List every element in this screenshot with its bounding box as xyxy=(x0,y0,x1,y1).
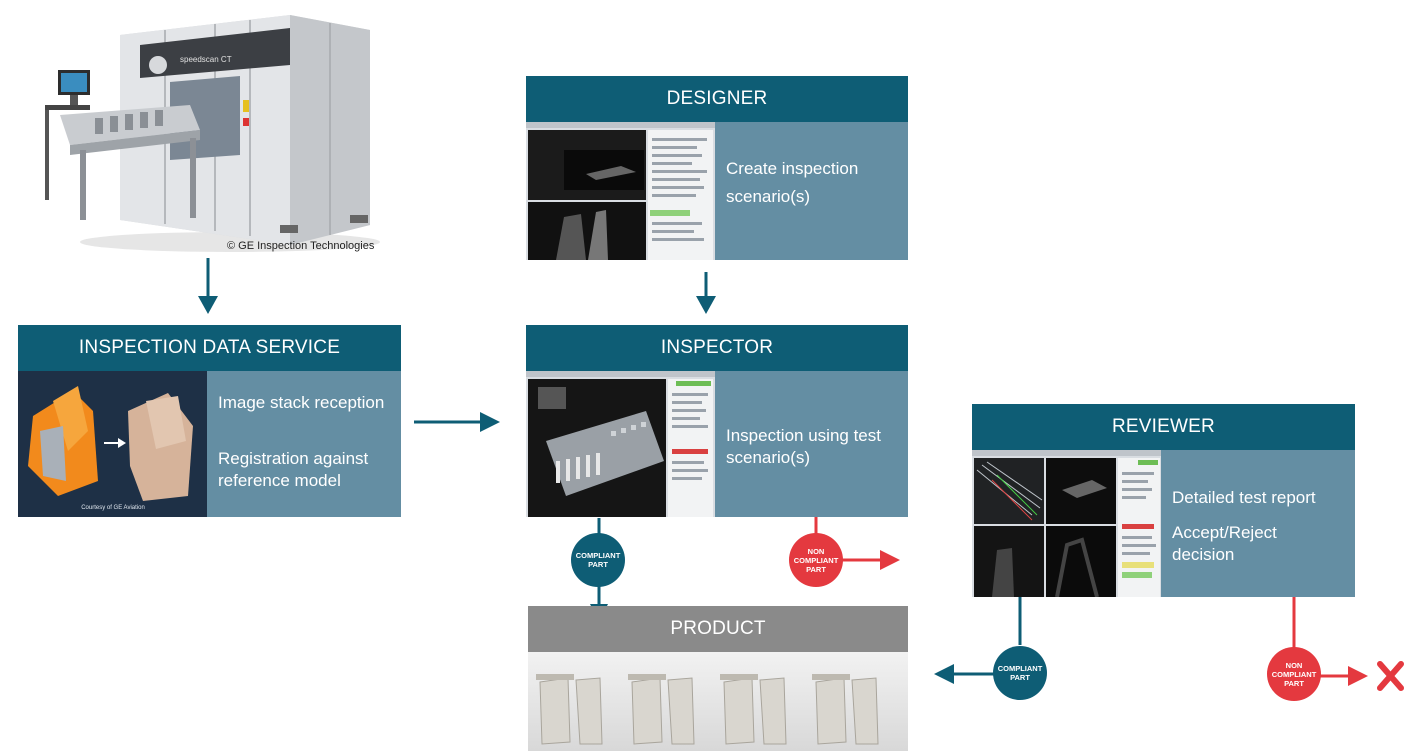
inspector-title: INSPECTOR xyxy=(660,337,774,358)
reviewer-screenshot xyxy=(972,450,1161,597)
machine-brand-label: speedscan CT xyxy=(180,55,232,64)
designer-text: Create inspection scenario(s) xyxy=(726,159,859,206)
designer-title: DESIGNER xyxy=(666,88,768,109)
ids-line-1: Image stack reception xyxy=(218,393,385,412)
product-image xyxy=(528,652,908,751)
arrowhead-designer-to-inspector xyxy=(696,296,716,314)
ids-image-caption: Courtesy of GE Aviation xyxy=(81,505,145,511)
reviewer-line-2: Accept/Reject decision xyxy=(1172,523,1277,564)
designer-screenshot xyxy=(526,122,715,260)
ids-blade-image: Courtesy of GE Aviation xyxy=(18,371,207,517)
ids-header: INSPECTION DATA SERVICE xyxy=(18,325,401,371)
arrowhead-machine-to-ids xyxy=(198,296,218,314)
arrowhead-inspector-noncompliant-out xyxy=(880,550,900,570)
arrowhead-reviewer-compliant-to-product xyxy=(934,664,954,684)
designer-header: DESIGNER xyxy=(526,76,908,122)
inspector-header: INSPECTOR xyxy=(526,325,908,371)
arrowhead-ids-to-inspector xyxy=(480,412,500,432)
ids-line-2: Registration against reference model xyxy=(218,449,369,490)
reviewer-header: REVIEWER xyxy=(972,404,1355,450)
inspector-screenshot xyxy=(526,371,715,517)
ct-machine-image: speedscan CT xyxy=(40,10,380,255)
product-header: PRODUCT xyxy=(528,606,908,652)
ids-title: INSPECTION DATA SERVICE xyxy=(78,337,341,358)
inspector-text: Inspection using test scenario(s) xyxy=(726,426,881,467)
product-title: PRODUCT xyxy=(670,618,766,639)
machine-credit: © GE Inspection Technologies xyxy=(227,240,375,252)
arrowhead-reviewer-noncompliant-out xyxy=(1348,666,1368,686)
reviewer-line-1: Detailed test report xyxy=(1172,488,1316,507)
reviewer-title: REVIEWER xyxy=(1112,416,1215,437)
reject-x-icon xyxy=(1377,661,1404,691)
